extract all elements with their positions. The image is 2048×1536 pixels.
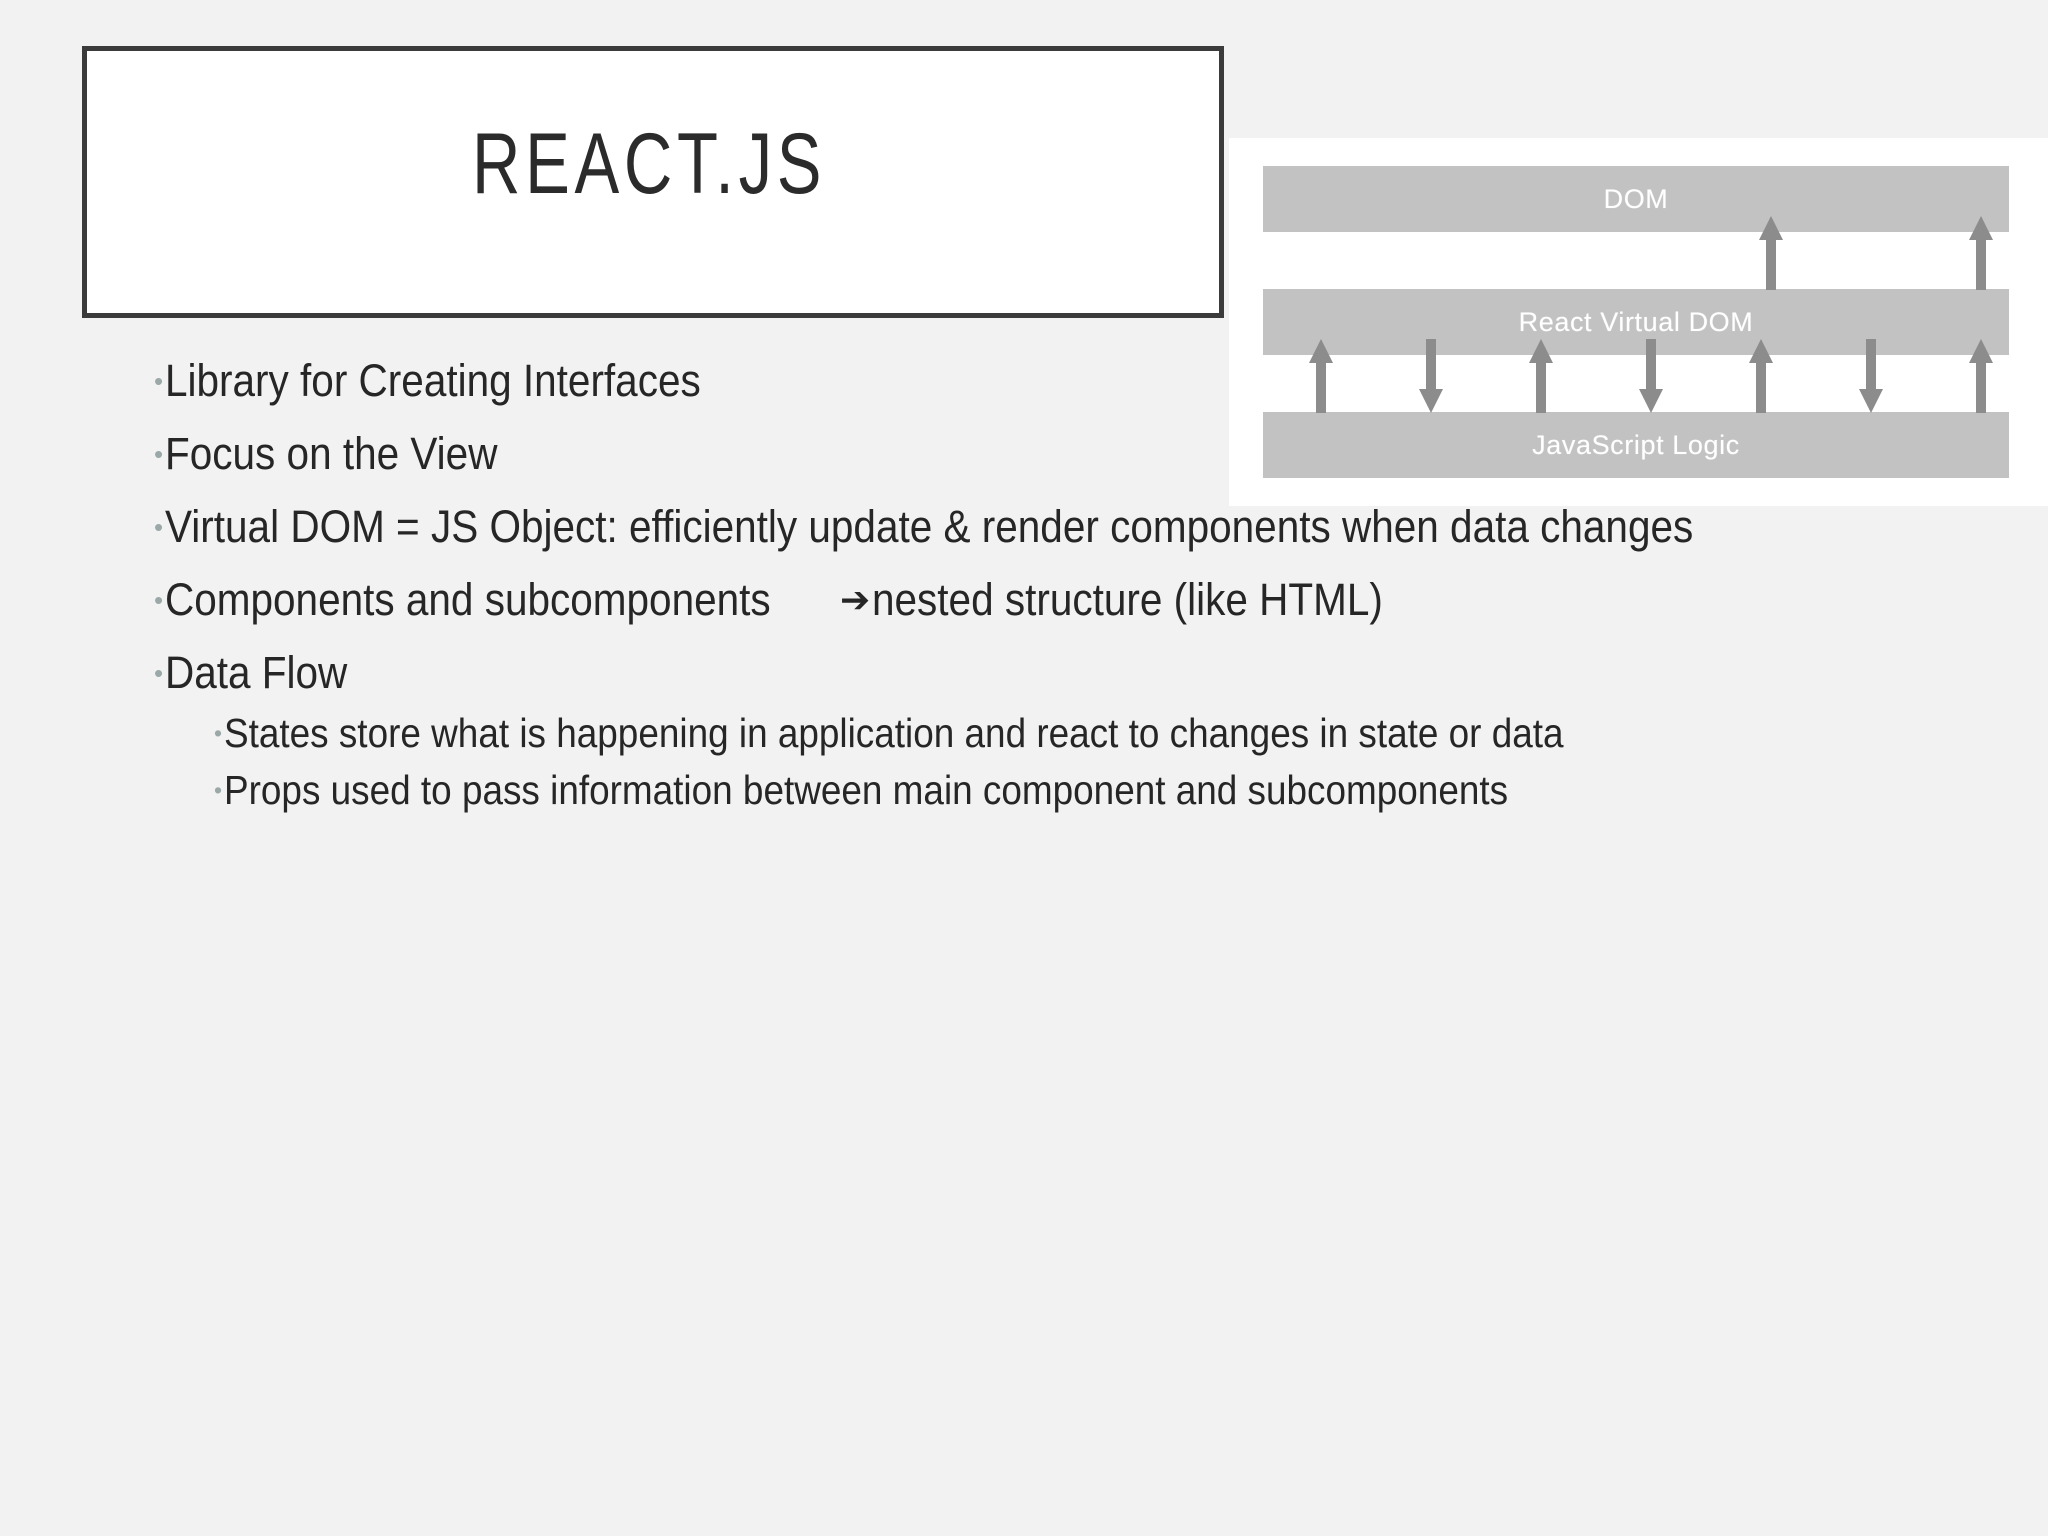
list-item: • Data Flow <box>0 650 2048 695</box>
diagram-layer-label: DOM <box>1603 183 1669 214</box>
sub-list-item-label: Props used to pass information between m… <box>224 767 1509 813</box>
bullet-dot-icon: • <box>154 585 164 615</box>
list-item-label: Virtual DOM = JS Object: efficiently upd… <box>165 501 1694 552</box>
bullet-dot-icon: • <box>214 777 223 803</box>
arrow-up-icon <box>1968 337 1994 415</box>
arrow-up-icon <box>1758 214 1784 292</box>
list-item: • Library for Creating Interfaces <box>0 358 2048 403</box>
arrow-down-icon <box>1418 337 1444 415</box>
bullet-dot-icon: • <box>214 720 223 746</box>
title-box: REACT.JS <box>82 46 1224 318</box>
list-item-label-suffix: nested structure (like HTML) <box>872 574 1384 625</box>
list-item-label: Library for Creating Interfaces <box>165 355 701 406</box>
arrow-up-icon <box>1748 337 1774 415</box>
arrow-up-icon <box>1308 337 1334 415</box>
sub-list-item: • States store what is happening in appl… <box>0 713 2048 754</box>
list-item-label: Focus on the View <box>165 428 498 479</box>
page-title: REACT.JS <box>471 116 827 212</box>
arrow-up-icon <box>1968 214 1994 292</box>
list-item: • Virtual DOM = JS Object: efficiently u… <box>0 504 2048 549</box>
list-item-label-prefix: Components and subcomponents <box>165 574 771 625</box>
diagram-layer-label: JavaScript Logic <box>1532 429 1740 460</box>
diagram-layer-virtual-dom: React Virtual DOM <box>1263 289 2009 355</box>
diagram-layer-javascript-logic: JavaScript Logic <box>1263 412 2009 478</box>
list-item-label: Data Flow <box>165 647 348 698</box>
arrow-up-icon <box>1528 337 1554 415</box>
arrow-down-icon <box>1638 337 1664 415</box>
arrow-down-icon <box>1858 337 1884 415</box>
list-item: • Focus on the View <box>0 431 2048 476</box>
right-arrow-icon: ➔ <box>840 580 871 621</box>
sub-list-item-label: States store what is happening in applic… <box>224 710 1564 756</box>
sub-list-item: • Props used to pass information between… <box>0 770 2048 811</box>
bullet-dot-icon: • <box>154 658 164 688</box>
bullet-dot-icon: • <box>154 366 164 396</box>
react-virtual-dom-diagram: DOM React Virtual DOM JavaScript Logic <box>1229 138 2048 506</box>
list-item: • Components and subcomponents ➔ nested … <box>0 577 2048 622</box>
bullet-dot-icon: • <box>154 512 164 542</box>
bullet-dot-icon: • <box>154 439 164 469</box>
diagram-layer-label: React Virtual DOM <box>1518 306 1754 337</box>
diagram-layer-dom: DOM <box>1263 166 2009 232</box>
diagram-inner: DOM React Virtual DOM JavaScript Logic <box>1263 166 2009 478</box>
bullet-list: • Library for Creating Interfaces • Focu… <box>0 358 2048 827</box>
